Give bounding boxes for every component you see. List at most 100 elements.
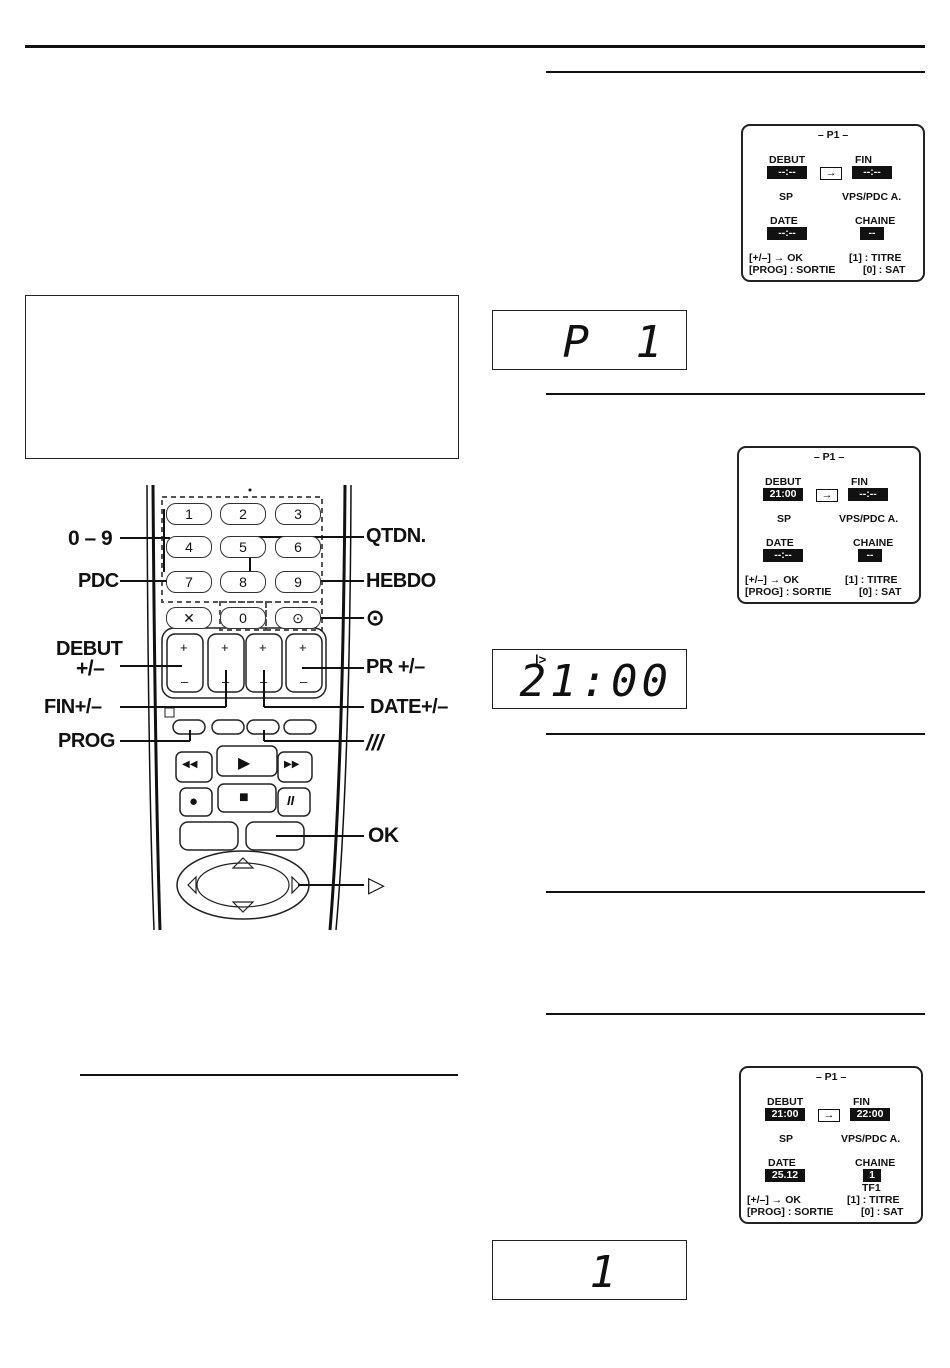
osd-fin-value: --:--	[848, 488, 888, 501]
osd-chaine-value: --	[860, 227, 884, 240]
osd-header: – P1 –	[817, 129, 849, 141]
pause-icon[interactable]: II	[287, 793, 295, 808]
osd-sp: SP	[779, 191, 794, 203]
osd-date-value: --:--	[763, 549, 803, 562]
label-pr: PR +/–	[366, 656, 425, 678]
plus-icon: +	[299, 640, 307, 655]
key-8[interactable]: 8	[220, 571, 266, 593]
key-4[interactable]: 4	[166, 536, 212, 558]
minus-icon: –	[181, 674, 189, 689]
osd-debut-value: 21:00	[765, 1108, 805, 1121]
osd-arrow: →	[818, 1109, 840, 1122]
lcd-start-indicator: |>	[535, 652, 547, 667]
label-ok: OK	[368, 824, 399, 847]
osd-footer-left-1: [+/–] → OK	[749, 252, 803, 264]
lcd-digits: 1	[589, 1247, 626, 1298]
plus-icon: +	[180, 640, 188, 655]
section-rule-1	[546, 71, 925, 73]
osd-header: – P1 –	[813, 451, 845, 463]
osd-footer-right-2: [0] : SAT	[863, 264, 906, 276]
lcd-display-3: 1	[492, 1240, 687, 1300]
osd-footer-right-2: [0] : SAT	[861, 1206, 904, 1218]
section-rule-3	[546, 733, 925, 735]
osd-chaine-value: 1	[863, 1169, 881, 1182]
play-icon[interactable]: ▶	[238, 755, 251, 772]
label-date: DATE+/–	[370, 696, 448, 718]
stop-icon[interactable]: ■	[239, 789, 249, 806]
osd-debut-label: DEBUT	[769, 154, 806, 166]
key-2[interactable]: 2	[220, 503, 266, 525]
label-pdc: PDC	[78, 570, 119, 592]
play-right-icon: ▷	[368, 872, 385, 897]
key-6[interactable]: 6	[275, 536, 321, 558]
key-9[interactable]: 9	[275, 571, 321, 593]
osd-sp: SP	[779, 1133, 794, 1145]
rewind-icon[interactable]: ◀◀	[182, 759, 198, 770]
osd-screen-2: – P1 – DEBUT 21:00 → FIN --:-- SP VPS/PD…	[737, 446, 921, 604]
lcd-display-1: P 1	[492, 310, 687, 370]
key-3[interactable]: 3	[275, 503, 321, 525]
plus-icon: +	[259, 640, 267, 655]
remote-control-illustration	[120, 484, 364, 931]
section-rule-left	[80, 1074, 458, 1076]
osd-arrow: →	[816, 489, 838, 502]
osd-fin-label: FIN	[853, 1096, 870, 1108]
section-rule-5	[546, 1013, 925, 1015]
osd-vps: VPS/PDC A.	[839, 513, 899, 525]
key-0[interactable]: 0	[220, 607, 266, 629]
osd-date-value: 25.12	[765, 1169, 805, 1182]
osd-date-value: --:--	[767, 227, 807, 240]
osd-chaine-label: CHAINE	[855, 1157, 896, 1169]
osd-chaine-sub: TF1	[862, 1182, 881, 1194]
key-cancel[interactable]: ✕	[166, 607, 212, 629]
osd-footer-left-2: [PROG] : SORTIE	[749, 264, 836, 276]
osd-vps: VPS/PDC A.	[841, 1133, 901, 1145]
key-1[interactable]: 1	[166, 503, 212, 525]
osd-screen-1: – P1 – DEBUT --:-- → FIN --:-- SP VPS/PD…	[741, 124, 925, 282]
osd-date-label: DATE	[770, 215, 798, 227]
label-prog: PROG	[58, 730, 115, 752]
osd-fin-value: 22:00	[850, 1108, 890, 1121]
section-rule-4	[546, 891, 925, 893]
osd-debut-label: DEBUT	[767, 1096, 804, 1108]
osd-footer-right-1: [1] : TITRE	[847, 1194, 900, 1206]
timer-icon: ⊙	[366, 605, 384, 630]
key-5[interactable]: 5	[220, 536, 266, 558]
fast-forward-icon[interactable]: ▶▶	[284, 759, 300, 770]
osd-footer-left-1: [+/–] → OK	[747, 1194, 801, 1206]
label-debut: DEBUT	[56, 638, 123, 660]
osd-chaine-label: CHAINE	[855, 215, 896, 227]
label-slashes: ///	[366, 730, 383, 755]
osd-vps: VPS/PDC A.	[842, 191, 902, 203]
osd-footer-right-2: [0] : SAT	[859, 586, 902, 598]
osd-debut-value: --:--	[767, 166, 807, 179]
label-debut-plus-minus: +/–	[76, 657, 105, 680]
osd-chaine-label: CHAINE	[853, 537, 894, 549]
osd-footer-left-1: [+/–] → OK	[745, 574, 799, 586]
osd-debut-label: DEBUT	[765, 476, 802, 488]
osd-fin-value: --:--	[852, 166, 892, 179]
osd-footer-left-2: [PROG] : SORTIE	[747, 1206, 834, 1218]
label-qtdn: QTDN.	[366, 525, 426, 547]
osd-debut-value: 21:00	[763, 488, 803, 501]
note-box	[25, 295, 459, 459]
osd-screen-3: – P1 – DEBUT 21:00 → FIN 22:00 SP VPS/PD…	[739, 1066, 923, 1224]
osd-date-label: DATE	[766, 537, 794, 549]
osd-footer-right-1: [1] : TITRE	[849, 252, 902, 264]
record-icon[interactable]: ●	[189, 793, 199, 810]
label-0-9: 0 – 9	[68, 527, 113, 550]
label-fin: FIN+/–	[44, 696, 102, 718]
osd-footer-right-1: [1] : TITRE	[845, 574, 898, 586]
key-timer[interactable]: ⊙	[275, 607, 321, 629]
plus-icon: +	[221, 640, 229, 655]
key-7[interactable]: 7	[166, 571, 212, 593]
osd-date-label: DATE	[768, 1157, 796, 1169]
label-hebdo: HEBDO	[366, 570, 436, 592]
lcd-digits: 21:00	[519, 656, 672, 707]
osd-arrow: →	[820, 167, 842, 180]
osd-header: – P1 –	[815, 1071, 847, 1083]
lcd-display-2: |> 21:00	[492, 649, 687, 709]
osd-chaine-value: --	[858, 549, 882, 562]
minus-icon: –	[300, 674, 308, 689]
lcd-digits: P 1	[562, 317, 672, 368]
